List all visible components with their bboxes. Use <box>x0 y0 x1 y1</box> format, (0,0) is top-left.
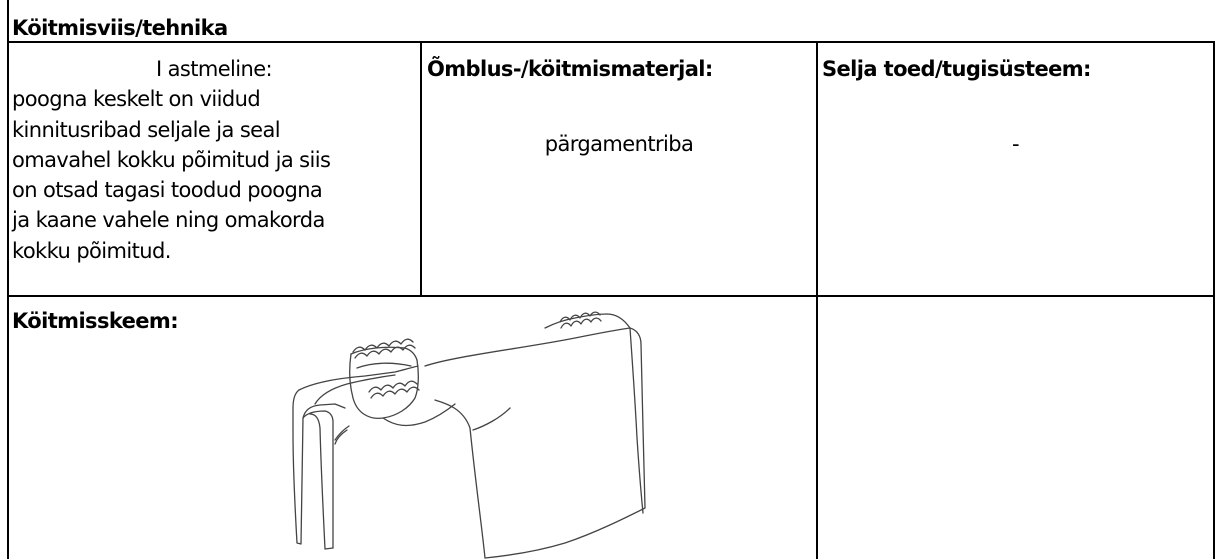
technique-line-7: kokku põimitud. <box>12 239 171 263</box>
technique-line-4: omavahel kokku põimitud ja siis <box>12 148 331 172</box>
sketch-twist-top <box>352 338 414 353</box>
sketch-spine <box>298 365 419 391</box>
technique-line-3: kinnitusribad seljale ja seal <box>12 118 281 142</box>
sketch-twist-middle <box>368 380 418 393</box>
binding-diagram-sketch <box>292 311 646 559</box>
technique-line-1: I astmeline: <box>155 57 273 81</box>
material-header: Õmblus-/köitmismaterjal: <box>427 57 713 81</box>
sketch-book-block <box>424 327 646 559</box>
col-divider-1 <box>420 41 422 296</box>
technique-line-2: poogna keskelt on viidud <box>12 87 261 111</box>
title-bottom-border <box>7 41 1215 43</box>
spine-supports-header: Selja toed/tugisüsteem: <box>822 57 1091 81</box>
technique-line-6: ja kaane vahele ning omakorda <box>12 208 325 232</box>
sketch-twist-right <box>559 311 601 323</box>
table-left-border <box>7 0 9 559</box>
table-right-border <box>1213 41 1215 559</box>
material-value: pärgamentriba <box>544 132 694 156</box>
diagram-label: Köitmisskeem: <box>12 309 179 333</box>
technique-line-5: on otsad tagasi toodud poogna <box>12 178 323 202</box>
section-title: Köitmisviis/tehnika <box>12 16 228 40</box>
col-divider-2 <box>816 41 818 559</box>
spine-supports-value: - <box>1012 132 1020 156</box>
row-divider <box>7 295 1215 297</box>
sketch-front-cover <box>292 389 346 545</box>
